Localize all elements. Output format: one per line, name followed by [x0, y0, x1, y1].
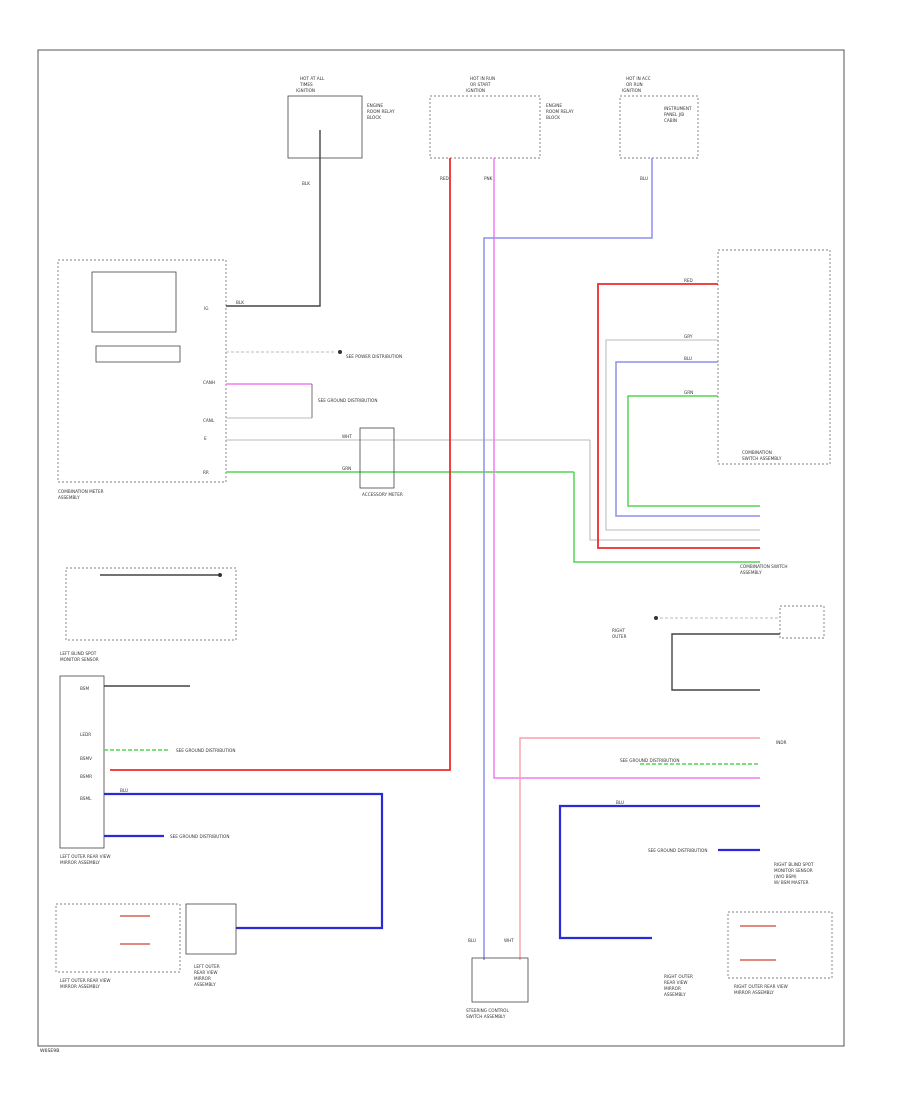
bsm-pin-3: BSMV: [80, 756, 92, 761]
fuse-3-note-1: INSTRUMENT: [664, 106, 692, 111]
wire-label-blu-5: BLU: [616, 800, 624, 805]
bsm-switch-label-2: SWITCH ASSEMBLY: [742, 456, 782, 461]
wire-label-wht-1: WHT: [342, 434, 352, 439]
wire-label-grn-1: GRN: [342, 466, 351, 471]
right-ecu-label-4: ASSEMBLY: [664, 992, 686, 997]
accessory-block: LEFT BLIND SPOT MONITOR SENSOR: [60, 567, 237, 662]
right-sensor-label-3: (W/O BSM): [774, 874, 797, 879]
wire-label-blk-2: BLK: [236, 300, 244, 305]
wire-label-blk-1: BLK: [302, 181, 310, 186]
bsm-switch-label-1: COMBINATION: [742, 450, 772, 455]
fuse-1-title-line1: HOT AT ALL: [300, 76, 325, 81]
fuse-1-title-line3: IGNITION: [296, 88, 315, 93]
wire-label-blu-3: BLU: [120, 788, 128, 793]
right-sensor-label-1: RIGHT BLIND SPOT: [774, 862, 814, 867]
junction-label: ACCESSORY METER: [362, 492, 403, 497]
wire-label-blu-2: BLU: [684, 356, 692, 361]
fuse-1-note-3: BLOCK: [367, 115, 381, 120]
wire-label-gry-1: GRY: [684, 334, 693, 339]
fuse-2-title-line1: HOT IN RUN: [470, 76, 495, 81]
diagram-frame: [37, 49, 845, 1047]
fuse-3-note-2: PANEL J/B: [664, 112, 684, 117]
left-mirror-label-1: LEFT OUTER REAR VIEW: [60, 854, 111, 859]
right-ecu-label-3: MIRROR: [664, 986, 681, 991]
fuse-1-note-1: ENGINE: [367, 103, 383, 108]
fuse-block-3: HOT IN ACC OR RUN IGNITION INSTRUMENT PA…: [619, 76, 699, 159]
wire-label-red-2: RED: [684, 278, 693, 283]
fuse-2-note-3: BLOCK: [546, 115, 560, 120]
combination-meter-label-2: ASSEMBLY: [58, 495, 80, 500]
fuse-2-title-line3: IGNITION: [466, 88, 485, 93]
combination-meter-label-1: COMBINATION METER: [58, 489, 104, 494]
right-ecu-label-1: RIGHT OUTER: [664, 974, 693, 979]
left-ecu-label-4: ASSEMBLY: [194, 982, 216, 987]
bsm-connector-label-1: COMBINATION SWITCH: [740, 564, 788, 569]
right-ecu-label-2: REAR VIEW: [664, 980, 688, 985]
right-sensor-label-4: W/ BSM MASTER: [774, 880, 809, 885]
pin-canl: CANL: [203, 418, 215, 423]
see-ground-note-1: SEE GROUND DISTRIBUTION: [318, 398, 377, 403]
wire-label-wht-2: WHT: [504, 938, 514, 943]
fuse-2-title-line2: OR START: [470, 82, 491, 87]
right-sensor-label-2: MONITOR SENSOR: [774, 868, 813, 873]
left-mirror-label-2: MIRROR ASSEMBLY: [60, 860, 100, 865]
bsm-pin-4: BSMR: [80, 774, 92, 779]
wire-label-blu-1: BLU: [640, 176, 648, 181]
fuse-3-note-3: CABIN: [664, 118, 677, 123]
wire-label-grn-2: GRN: [684, 390, 693, 395]
pin-ig: IG: [204, 306, 208, 311]
steering-label-2: SWITCH ASSEMBLY: [466, 1014, 506, 1019]
right-ground-block: RIGHT OUTER: [612, 605, 825, 639]
see-ground-note-4: SEE GROUND DISTRIBUTION: [620, 758, 679, 763]
fuse-2-note-1: ENGINE: [546, 103, 562, 108]
right-outer-mirror: RIGHT OUTER REAR VIEW MIRROR ASSEMBLY RI…: [664, 911, 833, 997]
left-ecu-label-3: MIRROR: [194, 976, 211, 981]
pin-canh: CANH: [203, 380, 215, 385]
fuse-2-note-2: ROOM RELAY: [546, 109, 574, 114]
bsm-pin-5: BSML: [80, 796, 92, 801]
pin-e: E: [204, 436, 207, 441]
wire-label-blu-4: BLU: [468, 938, 476, 943]
bsm-pin-2: LEDR: [80, 732, 91, 737]
fuse-3-title-line1: HOT IN ACC: [626, 76, 651, 81]
bsm-connector-label-2: ASSEMBLY: [740, 570, 762, 575]
right-outer-mirror-label-2: MIRROR ASSEMBLY: [734, 990, 774, 995]
footer-code: W6SE9B: [40, 1048, 59, 1054]
accessory-label-2: MONITOR SENSOR: [60, 657, 99, 662]
pin-rr: RR: [203, 470, 209, 475]
combination-meter: COMBINATION METER ASSEMBLY IG E CANH CAN…: [57, 259, 227, 500]
left-ecu-label-2: REAR VIEW: [194, 970, 218, 975]
right-sensor-block: RIGHT BLIND SPOT MONITOR SENSOR (W/O BSM…: [774, 862, 814, 885]
fuse-3-title-line2: OR RUN: [626, 82, 643, 87]
left-ecu-label-1: LEFT OUTER: [194, 964, 220, 969]
fuse-block-2: HOT IN RUN OR START IGNITION ENGINE ROOM…: [429, 76, 574, 159]
wire-label-pnk-1: PNK: [484, 176, 493, 181]
see-ground-note-5: SEE GROUND DISTRIBUTION: [648, 848, 707, 853]
steering-switch: STEERING CONTROL SWITCH ASSEMBLY: [466, 957, 529, 1019]
see-power-note-1: SEE POWER DISTRIBUTION: [346, 354, 402, 359]
bsm-pin-6: INDR: [776, 740, 787, 745]
fuse-1-title-line2: TIMES: [299, 82, 313, 87]
see-ground-note-3: SEE GROUND DISTRIBUTION: [170, 834, 229, 839]
right-ground-label-1: RIGHT: [612, 628, 626, 633]
right-outer-mirror-label-1: RIGHT OUTER REAR VIEW: [734, 984, 788, 989]
right-ground-label-2: OUTER: [612, 634, 627, 639]
bsm-pin-1: BSM: [80, 686, 89, 691]
left-outer-mirror: LEFT OUTER REAR VIEW MIRROR ASSEMBLY LEF…: [55, 903, 237, 989]
left-mirror-module: BSM LEDR BSMV BSMR BSML LEFT OUTER REAR …: [59, 675, 111, 865]
steering-label-1: STEERING CONTROL: [466, 1008, 509, 1013]
fuse-1-note-2: ROOM RELAY: [367, 109, 395, 114]
left-outer-mirror-label-1: LEFT OUTER REAR VIEW: [60, 978, 111, 983]
accessory-label-1: LEFT BLIND SPOT: [60, 651, 97, 656]
fuse-block-1: HOT AT ALL TIMES IGNITION ENGINE ROOM RE…: [287, 76, 395, 300]
left-outer-mirror-label-2: MIRROR ASSEMBLY: [60, 984, 100, 989]
bsm-switch: COMBINATION SWITCH ASSEMBLY: [717, 249, 831, 465]
wire-label-red-1: RED: [440, 176, 449, 181]
see-ground-note-2: SEE GROUND DISTRIBUTION: [176, 748, 235, 753]
fuse-3-title-line3: IGNITION: [622, 88, 641, 93]
